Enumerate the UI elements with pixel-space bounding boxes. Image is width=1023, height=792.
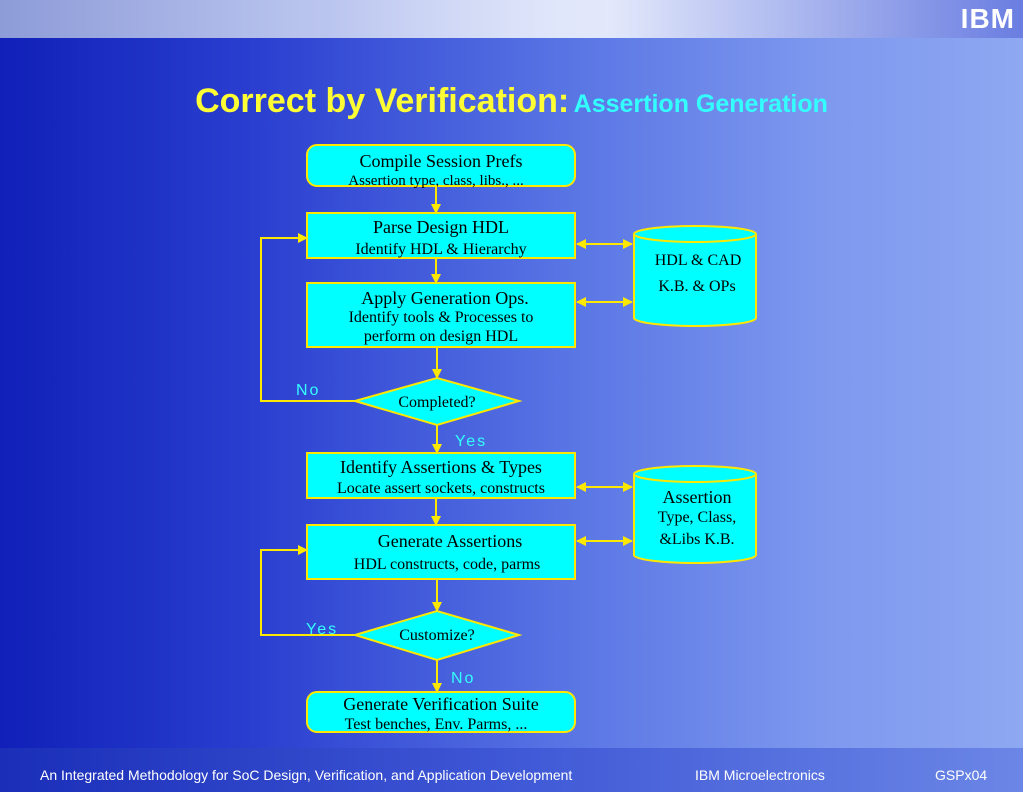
identify-title: Identify Assertions & Types [340, 457, 542, 477]
compile-session-prefs-box: Compile Session Prefs Assertion type, cl… [306, 144, 576, 189]
compile-title: Compile Session Prefs [359, 151, 522, 171]
generate-subtitle: HDL constructs, code, parms [354, 556, 540, 573]
parse-subtitle: Identify HDL & Hierarchy [355, 241, 526, 258]
ibm-logo: IBM [960, 3, 1015, 34]
customize-no-label: No [451, 670, 475, 687]
apply-title: Apply Generation Ops. [361, 288, 528, 308]
customize-decision: Customize? [351, 609, 523, 662]
identify-assertions-box: Identify Assertions & Types Locate asser… [306, 452, 576, 499]
footer-center: IBM Microelectronics [695, 767, 825, 783]
top-band [0, 0, 1023, 38]
generate-title: Generate Assertions [378, 531, 522, 551]
slide-title: Correct by Verification: Assertion Gener… [0, 82, 1023, 121]
title-main: Correct by Verification: [195, 82, 570, 120]
assertion-database: Assertion Type, Class, &Libs K.B. [633, 465, 757, 564]
generate-assertions-box: Generate Assertions HDL constructs, code… [306, 524, 576, 580]
db2-line1: Assertion [663, 487, 732, 507]
apply-generation-ops-box: Apply Generation Ops. Identify tools & P… [306, 282, 576, 348]
customize-label: Customize? [399, 627, 475, 644]
apply-line3: perform on design HDL [364, 328, 518, 345]
customize-yes-label: Yes [306, 621, 338, 638]
flow-connectors [260, 186, 633, 693]
hdl-cad-database: HDL & CAD K.B. & OPs [633, 225, 757, 327]
footer: An Integrated Methodology for SoC Design… [0, 748, 1023, 792]
identify-subtitle: Locate assert sockets, constructs [337, 480, 545, 497]
title-subtitle: Assertion Generation [573, 90, 828, 118]
completed-label: Completed? [398, 394, 475, 411]
db2-line3: &Libs K.B. [659, 531, 734, 548]
footer-left: An Integrated Methodology for SoC Design… [40, 767, 573, 783]
suite-subtitle: Test benches, Env. Parms, ... [345, 716, 528, 733]
generate-verification-suite-box: Generate Verification Suite Test benches… [306, 691, 576, 733]
footer-right: GSPx04 [935, 767, 988, 783]
completed-no-label: No [296, 382, 320, 399]
completed-decision: Completed? [351, 376, 523, 427]
parse-design-hdl-box: Parse Design HDL Identify HDL & Hierarch… [306, 212, 576, 259]
apply-line2: Identify tools & Processes to [349, 309, 534, 326]
db1-line1: HDL & CAD [655, 252, 742, 269]
db1-line2: K.B. & OPs [658, 278, 735, 295]
suite-title: Generate Verification Suite [343, 694, 539, 714]
compile-subtitle: Assertion type, class, libs., ... [348, 173, 523, 189]
db2-line2: Type, Class, [658, 509, 736, 526]
parse-title: Parse Design HDL [373, 217, 509, 237]
completed-yes-label: Yes [455, 433, 487, 450]
